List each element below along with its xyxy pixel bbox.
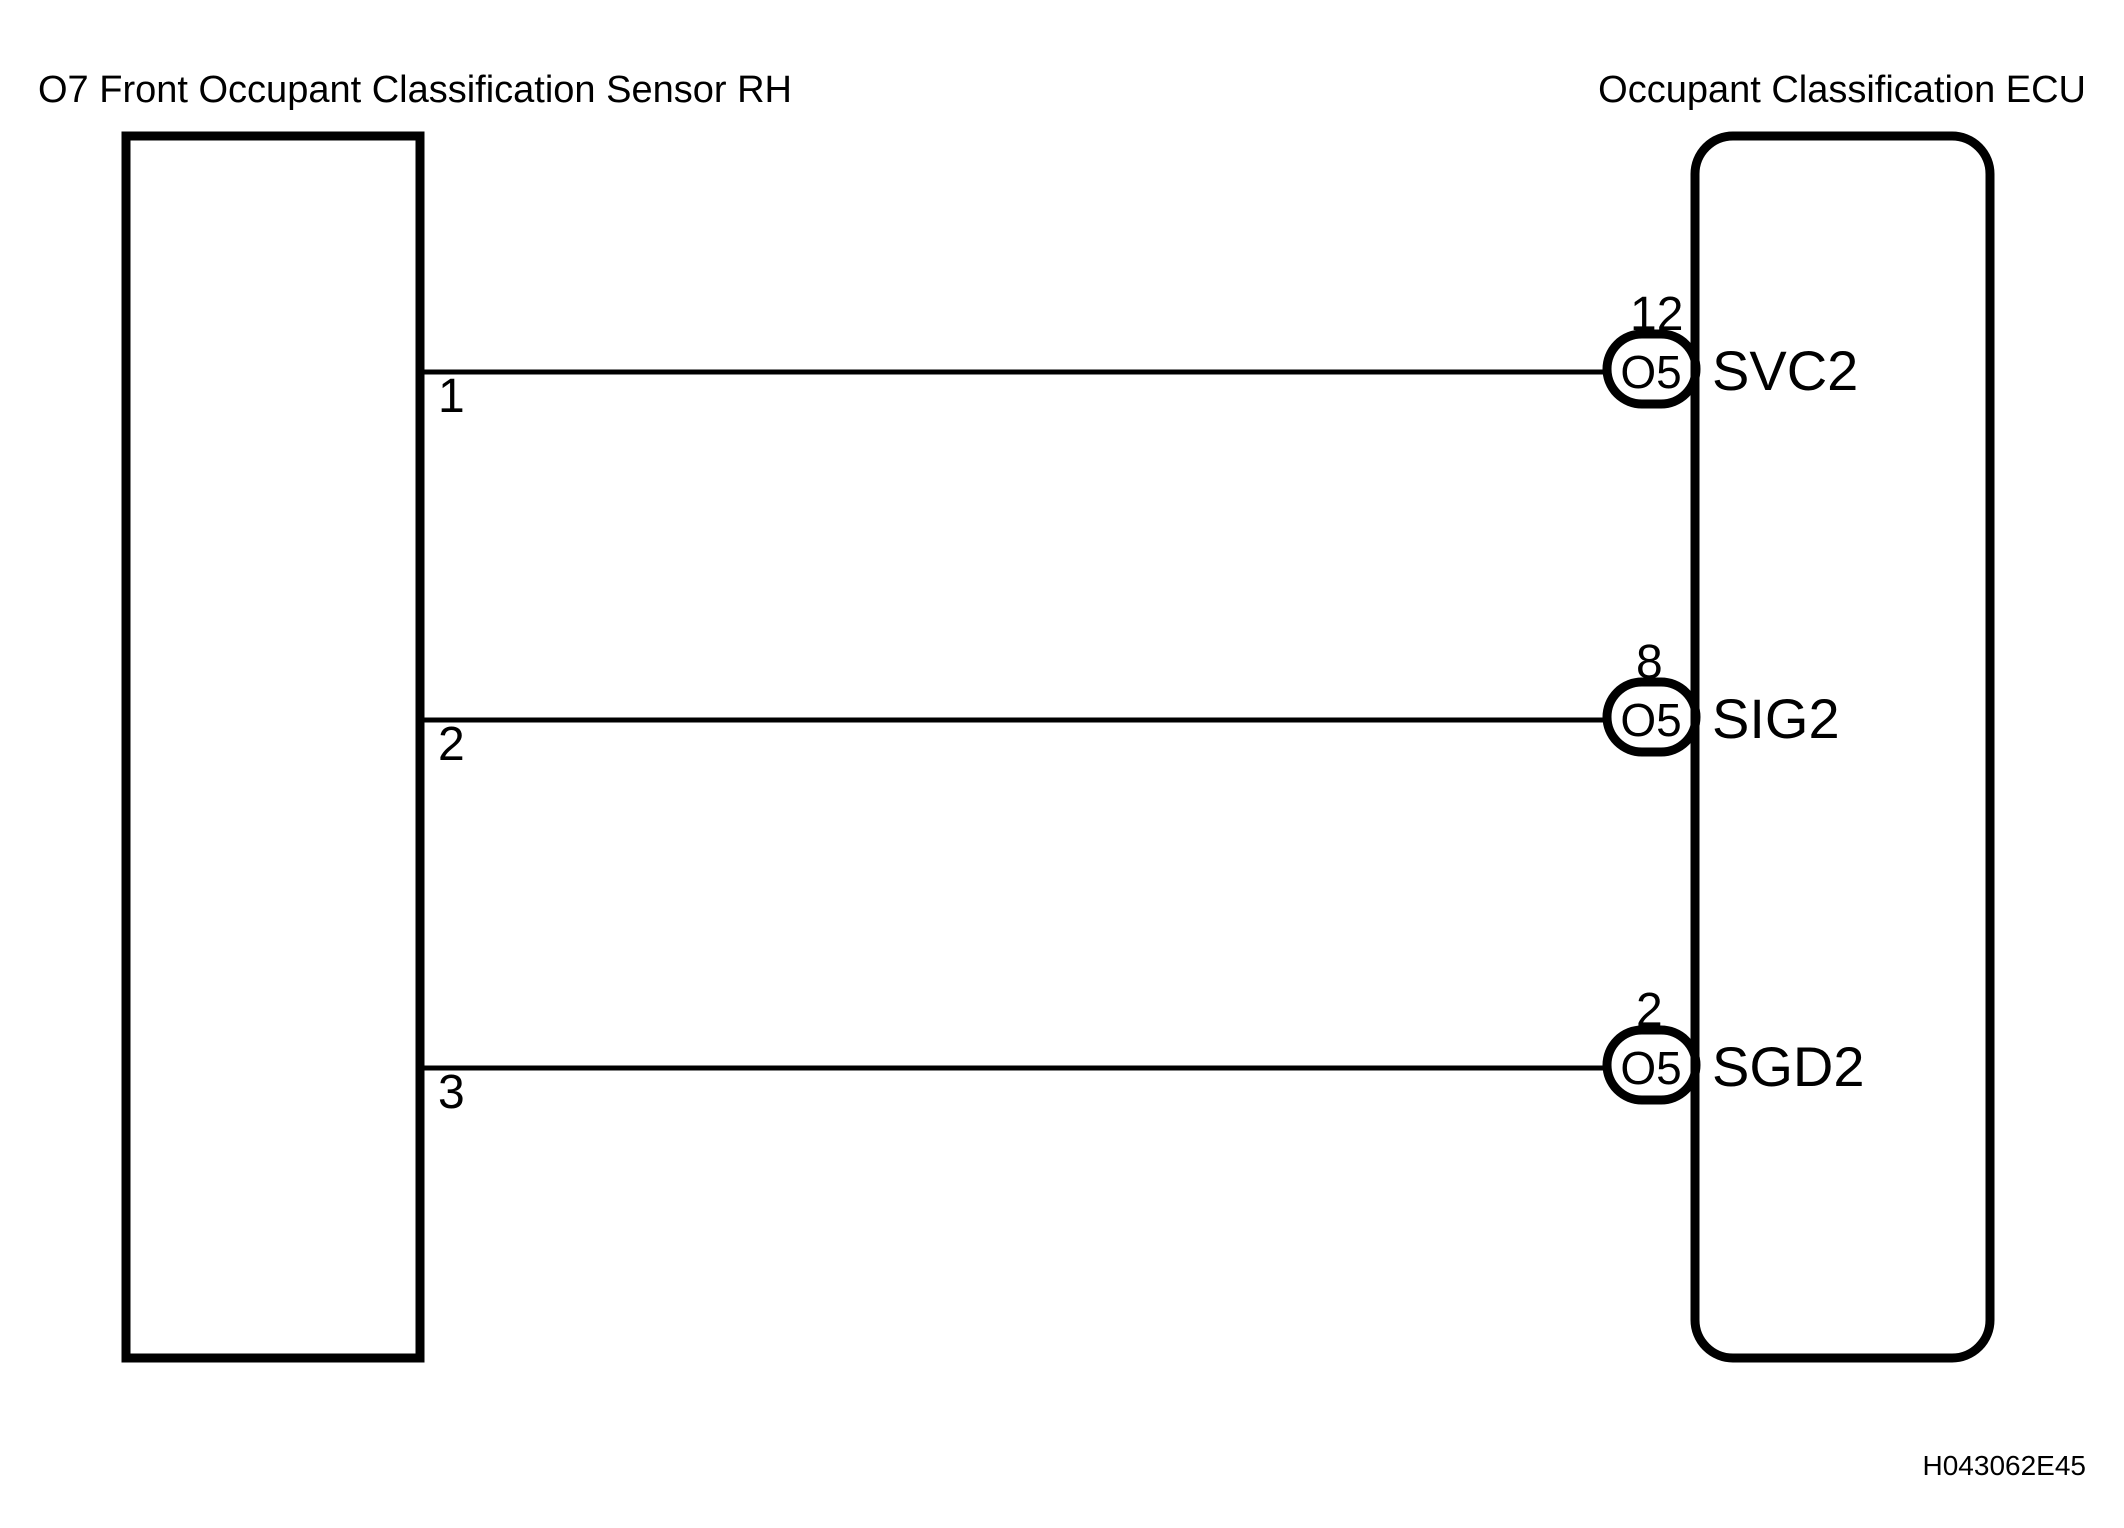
signal-label-3: SGD2 bbox=[1712, 1035, 1865, 1098]
sensor-pin-number-3: 3 bbox=[438, 1066, 465, 1119]
left-component-title: O7 Front Occupant Classification Sensor … bbox=[38, 69, 792, 111]
right-component-title: Occupant Classification ECU bbox=[1598, 69, 2086, 111]
signal-label-2: SIG2 bbox=[1712, 687, 1840, 750]
sensor-pin-number-2: 2 bbox=[438, 718, 465, 771]
connector-code-1: O5 bbox=[1620, 346, 1681, 398]
left-sensor-box bbox=[121, 131, 425, 1363]
sensor-pin-number-1: 1 bbox=[438, 370, 465, 423]
connector-code-2: O5 bbox=[1620, 694, 1681, 746]
signal-label-1: SVC2 bbox=[1712, 339, 1858, 402]
connector-code-3: O5 bbox=[1620, 1042, 1681, 1094]
reference-code: H043062E45 bbox=[1923, 1450, 2086, 1481]
